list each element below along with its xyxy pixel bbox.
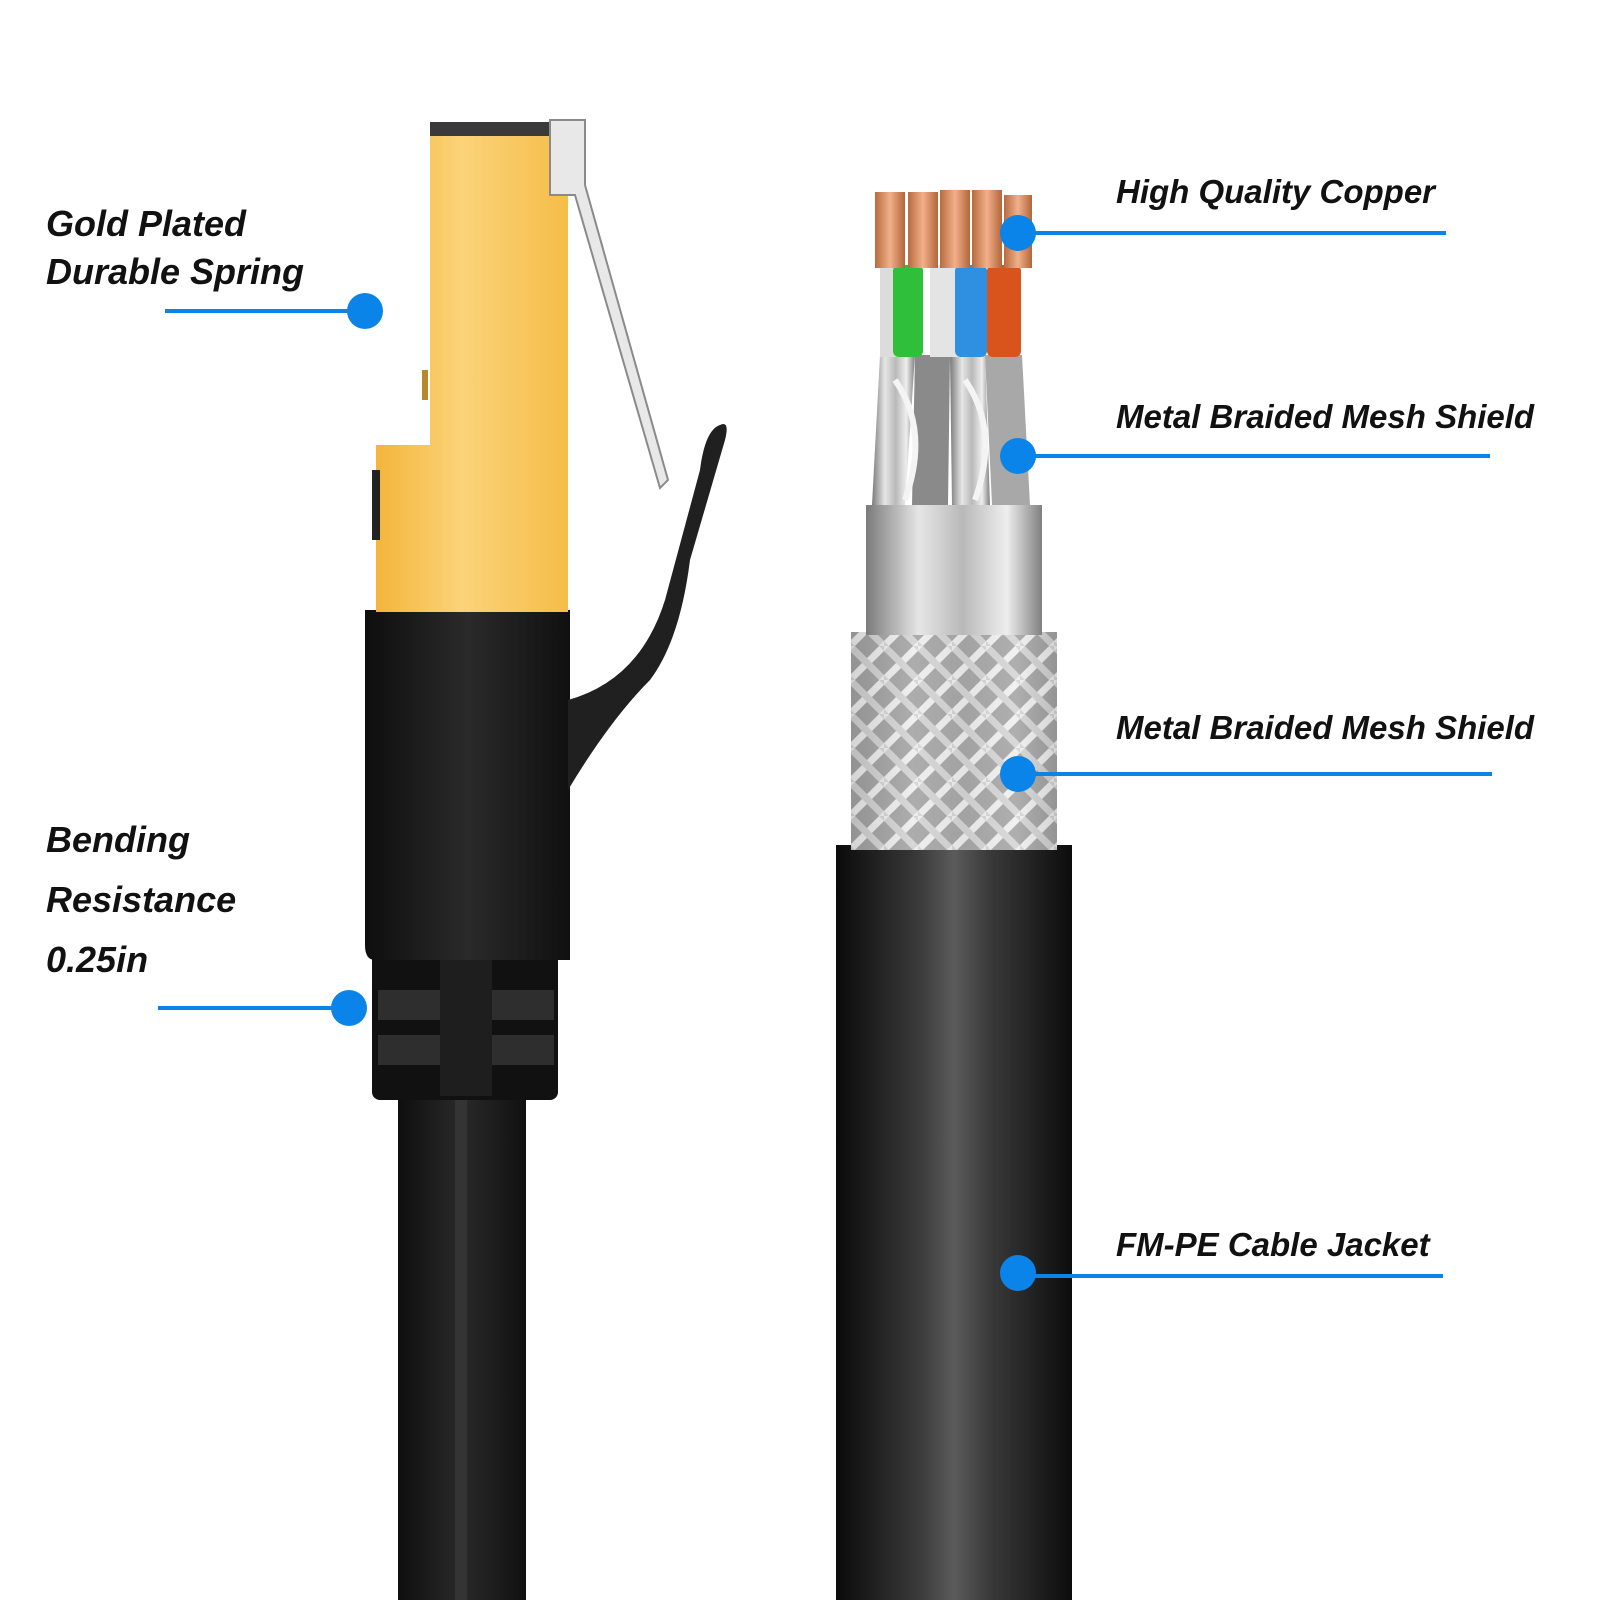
label-shield-outer-text: Metal Braided Mesh Shield <box>1116 709 1535 746</box>
label-shield-outer: Metal Braided Mesh Shield <box>1116 708 1534 748</box>
label-gold-plated: Gold Plated Durable Spring <box>46 200 304 296</box>
callout-markers <box>158 215 1492 1291</box>
label-shield-inner: Metal Braided Mesh Shield <box>1116 397 1534 437</box>
strain-relief-boot <box>372 940 558 1100</box>
label-gold-plated-line2: Durable Spring <box>46 251 305 292</box>
label-gold-plated-line1: Gold Plated <box>46 203 247 244</box>
marker-dot-gold <box>347 293 383 329</box>
marker-dot-jacket <box>1000 1255 1036 1291</box>
marker-dot-shield-outer <box>1000 756 1036 792</box>
label-copper: High Quality Copper <box>1116 172 1435 212</box>
label-jacket: FM-PE Cable Jacket <box>1116 1225 1430 1265</box>
stripped-cable <box>836 190 1072 1605</box>
label-bending-line2: Resistance <box>46 879 237 920</box>
label-bending-line1: Bending <box>46 819 190 860</box>
cable-jacket <box>836 845 1072 1605</box>
marker-dot-shield-inner <box>1000 438 1036 474</box>
label-copper-text: High Quality Copper <box>1116 173 1436 210</box>
foil-shield <box>866 505 1042 635</box>
copper-conductors <box>875 190 1032 268</box>
label-jacket-text: FM-PE Cable Jacket <box>1116 1226 1430 1263</box>
spring-contact <box>549 119 670 490</box>
marker-dot-copper <box>1000 215 1036 251</box>
latch-clip <box>568 424 727 790</box>
connector-body <box>365 610 570 960</box>
label-shield-inner-text: Metal Braided Mesh Shield <box>1116 398 1535 435</box>
marker-dot-bending <box>331 990 367 1026</box>
label-bending: Bending Resistance 0.25in <box>46 810 236 990</box>
wire-insulation <box>880 265 1021 357</box>
rj45-connector <box>365 119 727 1605</box>
twisted-pairs <box>872 355 1030 505</box>
gold-plate <box>376 128 568 612</box>
label-bending-line3: 0.25in <box>46 939 149 980</box>
